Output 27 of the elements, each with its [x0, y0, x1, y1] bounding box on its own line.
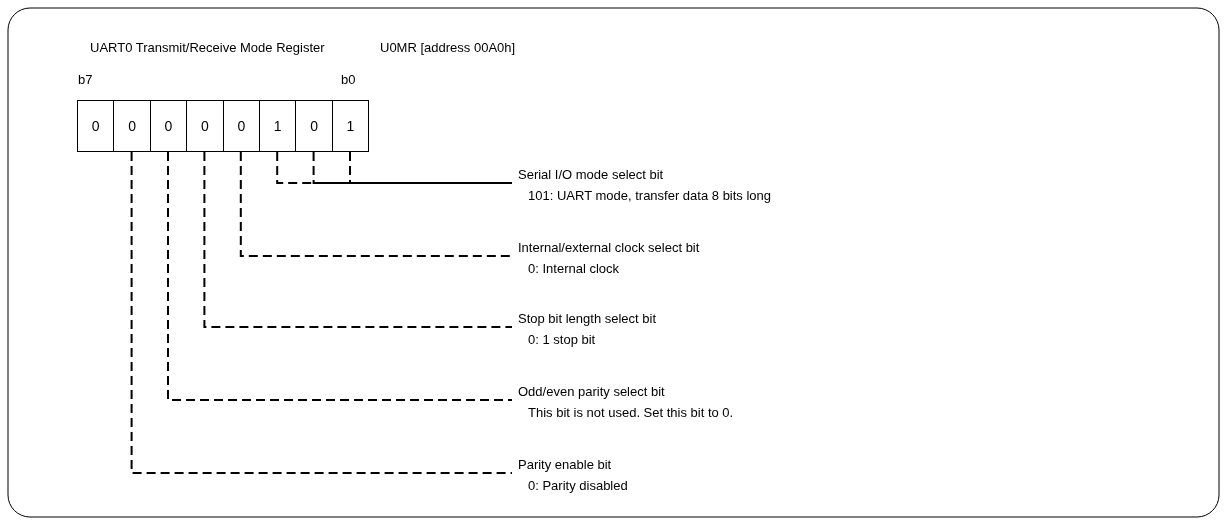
field-name: Parity enable bit [518, 456, 613, 474]
bit-label: b7 [78, 72, 93, 87]
leader-line [239, 151, 513, 257]
bit-cell: 0 [77, 100, 115, 152]
bit-cell: 0 [186, 100, 224, 152]
field-name: Internal/external clock select bit [518, 239, 700, 257]
leader-line [130, 151, 513, 474]
field-name: Odd/even parity select bit [518, 383, 666, 401]
register-title: U0MR [address 00A0h] [380, 40, 516, 55]
field-setting: 101: UART mode, transfer data 8 bits long [527, 187, 772, 205]
bit-cell: 0 [113, 100, 151, 152]
field-name: Serial I/O mode select bit [518, 166, 665, 184]
field-setting: 0: Internal clock [527, 260, 621, 278]
leader-line [203, 151, 513, 328]
bit-cell: 1 [331, 100, 370, 152]
register-title: UART0 Transmit/Receive Mode Register [90, 40, 325, 55]
bit-cell: 0 [222, 100, 260, 152]
bit-cell: 0 [295, 100, 333, 152]
bit-cell: 0 [149, 100, 188, 152]
field-setting: 0: 1 stop bit [527, 331, 597, 349]
bit-cell: 1 [259, 100, 297, 152]
field-name: Stop bit length select bit [518, 310, 657, 328]
field-setting: 0: Parity disabled [527, 477, 628, 495]
bit-label: b0 [341, 72, 356, 87]
leader-line [167, 151, 513, 401]
leader-line [312, 151, 513, 184]
field-setting: This bit is not used. Set this bit to 0. [527, 404, 734, 422]
